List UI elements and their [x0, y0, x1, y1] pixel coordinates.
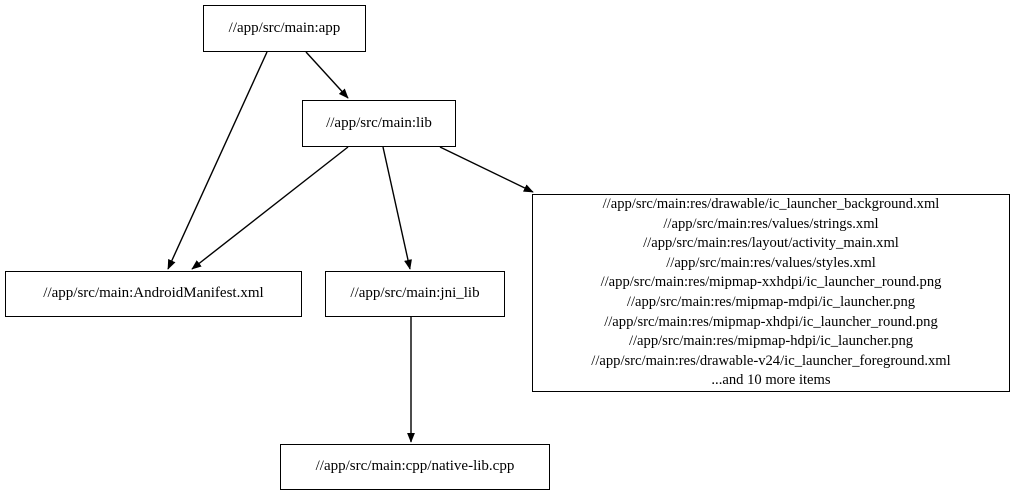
- edge-lib-to-manifest: [191, 146, 349, 270]
- edge-lib-to-jnilib: [382, 146, 412, 270]
- graph-node-android-manifest[interactable]: //app/src/main:AndroidManifest.xml: [5, 271, 302, 317]
- graph-node-jni-lib-label: //app/src/main:jni_lib: [350, 285, 480, 302]
- edge-app-to-lib: [305, 51, 349, 99]
- graph-node-native-lib-cpp[interactable]: //app/src/main:cpp/native-lib.cpp: [280, 444, 550, 490]
- graph-node-res-bundle[interactable]: //app/src/main:res/drawable/ic_launcher_…: [532, 194, 1010, 392]
- graph-node-android-manifest-label: //app/src/main:AndroidManifest.xml: [43, 285, 264, 302]
- graph-node-res-bundle-label: //app/src/main:res/drawable/ic_launcher_…: [591, 196, 951, 389]
- edge-lib-to-resbundle: [439, 146, 534, 193]
- graph-node-native-lib-cpp-label: //app/src/main:cpp/native-lib.cpp: [315, 458, 515, 475]
- graph-node-jni-lib[interactable]: //app/src/main:jni_lib: [325, 271, 505, 317]
- edge-app-to-manifest: [167, 51, 268, 270]
- graph-node-app[interactable]: //app/src/main:app: [203, 5, 366, 52]
- graph-node-app-label: //app/src/main:app: [228, 19, 341, 36]
- graph-node-lib-label: //app/src/main:lib: [326, 114, 432, 131]
- graph-node-lib[interactable]: //app/src/main:lib: [302, 100, 456, 147]
